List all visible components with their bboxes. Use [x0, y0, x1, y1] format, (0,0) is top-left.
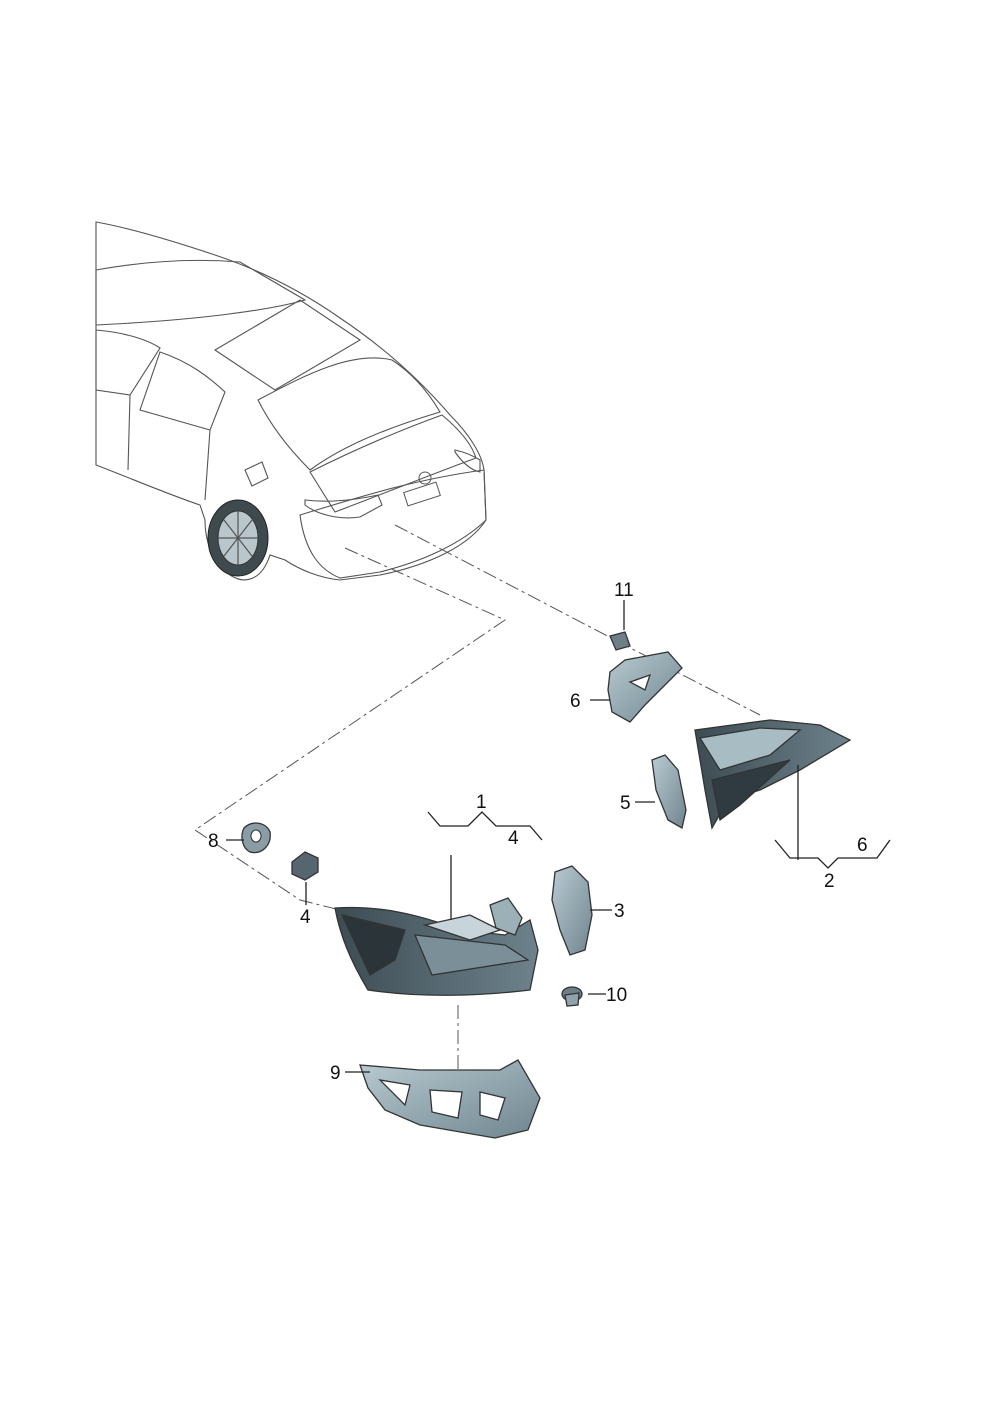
- car-taillight-right: [454, 449, 481, 473]
- car-rear-window: [257, 357, 441, 471]
- callout-4-grommet: 4: [300, 907, 311, 928]
- callout-1: 1: [476, 792, 487, 813]
- leader-lines: [194, 524, 761, 1075]
- vehicle-illustration: [95, 221, 487, 581]
- leader-car-to-right-lamp: [394, 524, 761, 716]
- callout-8: 8: [208, 831, 219, 852]
- part-5-trim: [635, 754, 687, 830]
- callout-9: 9: [330, 1063, 341, 1084]
- callout-6-bracket: 6: [570, 691, 581, 712]
- part-8-seal: [226, 822, 271, 854]
- part-1-outer-taillight: [334, 811, 543, 996]
- part-11-nut: [609, 600, 631, 651]
- part-4-grommet: [291, 851, 319, 905]
- callout-10: 10: [606, 985, 627, 1006]
- callout-5: 5: [620, 793, 631, 814]
- callout-6-right: 6: [857, 835, 868, 856]
- callout-labels: 1 4 2 6 11 6 5 8 4 3 10 9: [208, 580, 868, 1084]
- part-6-bracket: [590, 651, 683, 723]
- car-body: [95, 221, 487, 581]
- callout-3: 3: [614, 901, 625, 922]
- car-side-window-front: [95, 329, 161, 396]
- part-2-inner-taillight: [694, 719, 891, 869]
- callout-2: 2: [824, 871, 835, 892]
- car-door-line: [127, 394, 211, 501]
- car-side-window-rear: [139, 351, 226, 431]
- car-sunroof: [213, 299, 362, 391]
- car-taillight-left: [304, 494, 383, 519]
- part-3-mount: [551, 865, 612, 956]
- car-rear-wheel: [207, 499, 269, 577]
- leader-car-to-left-lamp: [194, 547, 507, 931]
- car-rear-bumper: [299, 469, 487, 579]
- callout-11: 11: [614, 580, 634, 601]
- part-9-bracket: [345, 1059, 541, 1139]
- car-fuel-door: [244, 461, 269, 487]
- car-license-plate-area: [403, 481, 441, 507]
- callout-4-top: 4: [508, 828, 519, 849]
- car-badge: [418, 471, 432, 485]
- car-roof: [95, 259, 307, 326]
- part-10-screw: [561, 986, 606, 1007]
- car-trunk-lid: [309, 414, 477, 513]
